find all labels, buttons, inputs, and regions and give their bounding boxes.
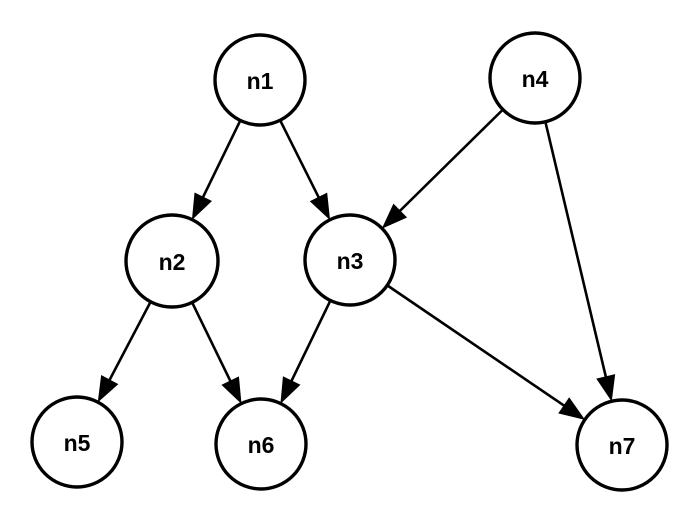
node-circle[interactable] xyxy=(575,398,669,492)
node-circle[interactable] xyxy=(124,213,220,309)
graph-node-n4[interactable]: n4 xyxy=(488,31,582,125)
edge-n4-to-n3 xyxy=(381,109,504,229)
graph-node-n7[interactable]: n7 xyxy=(575,398,669,492)
edge-line xyxy=(191,302,233,385)
graph-node-n1[interactable]: n1 xyxy=(213,33,307,127)
edge-line xyxy=(387,284,568,409)
graph-node-n2[interactable]: n2 xyxy=(124,213,220,309)
arrowhead-icon xyxy=(221,376,242,404)
edge-n1-to-n2 xyxy=(191,120,242,221)
node-circle[interactable] xyxy=(303,213,397,307)
graph-node-n5[interactable]: n5 xyxy=(30,395,124,489)
node-circle[interactable] xyxy=(214,397,308,491)
nodes-layer: n1 n2 n3 n4 n5 n6 n7 xyxy=(30,31,669,492)
edge-line xyxy=(279,120,322,201)
arrowhead-icon xyxy=(309,192,331,221)
arrowhead-icon xyxy=(558,397,586,420)
graph-node-n6[interactable]: n6 xyxy=(214,397,308,491)
arrowhead-icon xyxy=(97,375,119,403)
edge-line xyxy=(200,120,242,201)
node-circle[interactable] xyxy=(213,33,307,127)
arrowhead-icon xyxy=(596,374,616,402)
graph-node-n3[interactable]: n3 xyxy=(303,213,397,307)
edge-n4-to-n7 xyxy=(544,122,616,402)
edge-line xyxy=(396,109,504,214)
edge-line xyxy=(288,300,332,385)
edge-line xyxy=(106,302,152,384)
arrowhead-icon xyxy=(191,192,213,221)
edge-n2-to-n6 xyxy=(191,302,242,404)
edge-n2-to-n5 xyxy=(97,302,152,403)
node-circle[interactable] xyxy=(488,31,582,125)
edges-layer xyxy=(97,109,616,420)
arrowhead-icon xyxy=(280,376,301,404)
edge-n3-to-n7 xyxy=(387,284,586,420)
arrowhead-icon xyxy=(381,203,408,229)
node-circle[interactable] xyxy=(30,395,124,489)
edge-line xyxy=(544,122,608,381)
edge-n3-to-n6 xyxy=(280,300,332,404)
edge-n1-to-n3 xyxy=(279,120,331,221)
